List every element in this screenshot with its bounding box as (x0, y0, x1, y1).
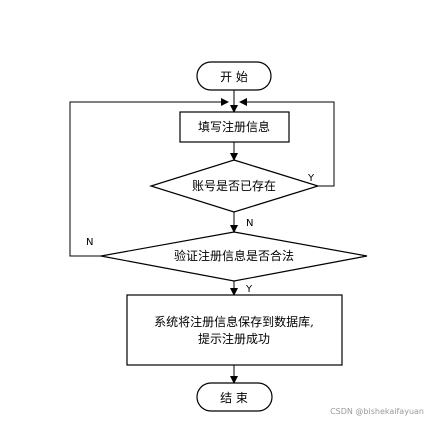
fill-info-process (179, 111, 290, 143)
exists-no-label: N (246, 218, 253, 229)
fill-info-label: 填写注册信息 (198, 119, 270, 134)
valid-yes-label: Y (245, 284, 253, 295)
exists-yes-label: Y (307, 173, 315, 184)
save-label-line2: 提示注册成功 (198, 331, 270, 346)
edge-valid-no-loop (69, 98, 229, 257)
end-label: 结 束 (220, 391, 248, 405)
account-exists-label: 账号是否已存在 (192, 179, 276, 193)
validate-info-label: 验证注册信息是否合法 (174, 248, 294, 263)
save-process (126, 294, 343, 366)
save-label-line1: 系统将注册信息保存到数据库, (154, 314, 314, 329)
watermark-text: CSDN @bishekaifayuan (330, 407, 424, 416)
edge-exists-yes-loop (239, 98, 335, 187)
valid-no-label: N (86, 237, 93, 248)
end-terminal (196, 382, 273, 412)
start-label: 开 始 (220, 70, 248, 84)
